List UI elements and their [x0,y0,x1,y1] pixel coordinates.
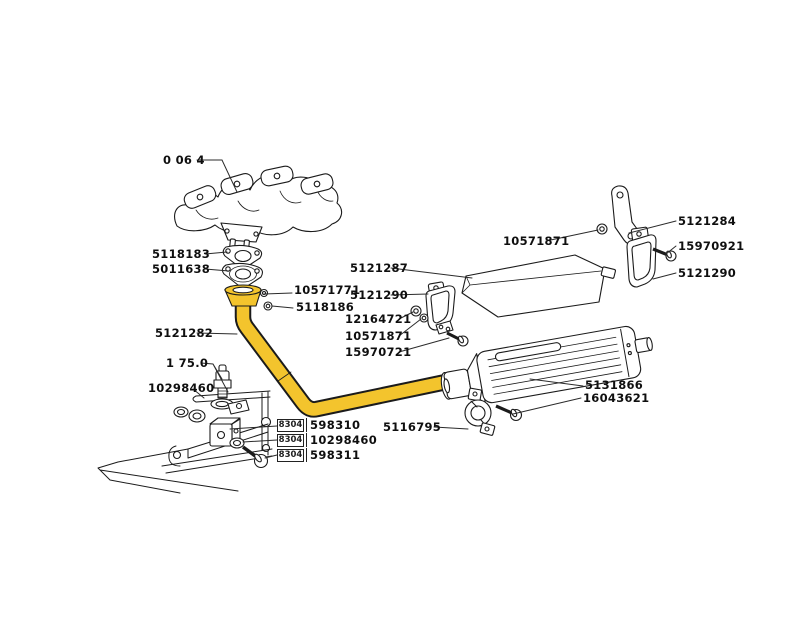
gasket-upper-drawing [222,244,263,269]
part-label-silencer-alt: 16043621 [583,391,649,405]
silencer-slot [494,342,562,362]
table-row: 8304 598310 [277,418,378,432]
chassis-sketch [97,364,273,494]
upper-bolt-part [652,247,677,262]
part-label-nut-top: 10571871 [503,234,569,248]
silencer-drawing [440,325,653,404]
part-label-hanger-mid: 5121290 [350,288,408,302]
part-label-front-pipe: 5121282 [155,326,213,340]
part-label-pipe-nut: 5118186 [296,300,354,314]
part-label-silencer: 5131866 [585,378,643,392]
front-pipe-highlight [236,293,453,416]
part-label-gasket-lower: 5011638 [152,262,210,276]
table-part-cell: 598310 [306,418,361,432]
table-part-cell: 10298460 [306,433,378,447]
part-label-link-strap: 5121284 [678,214,736,228]
part-label-bolt-top: 15970921 [678,239,744,253]
pipe-sleeve-drawing [224,284,273,311]
clamp-drawing [464,387,523,436]
part-label-figure-ref: 0 06 4 [163,153,205,167]
table-row: 8304 598311 [277,448,378,462]
table-code-cell: 8304 [277,448,304,462]
part-label-nut-mid: 10571871 [345,329,411,343]
table-code-cell: 8304 [277,418,304,432]
sensor-drawing [210,364,234,410]
table-part-cell: 598311 [306,448,361,462]
leader-lines [192,159,677,459]
manifold-drawing [174,165,343,252]
part-label-pipe-ring: 10571771 [294,283,360,297]
part-label-washer-mid: 12164721 [345,312,411,326]
heat-shield-drawing [461,254,616,318]
part-label-bolt-mid: 15970721 [345,345,411,359]
part-label-sensor-seal: 10298460 [148,381,214,395]
table-row: 8304 10298460 [277,433,378,447]
part-label-hanger-right: 5121290 [678,266,736,280]
hanger-right-drawing [626,226,677,288]
front-pipe-drawing [234,291,455,418]
stud-bolt-drawing [241,445,269,469]
table-code-cell: 8304 [277,433,304,447]
part-reference-table: 8304 598310 8304 10298460 8304 598311 [277,418,378,462]
mid-bolt-part [446,331,469,347]
manifold-outlet-flange [220,222,263,243]
part-labels: 0 06 4 5118183 5011638 10571771 5118186 … [148,153,744,434]
part-label-gasket-upper: 5118183 [152,247,210,261]
part-label-heat-shield: 5121287 [350,261,408,275]
part-label-sensor-ref: 1 75.0 [166,356,208,370]
heat-shield-plate [461,254,606,318]
gasket-lower-drawing [221,262,264,288]
part-label-clamp: 5116795 [383,420,441,434]
hanger-mid-drawing [410,281,469,347]
